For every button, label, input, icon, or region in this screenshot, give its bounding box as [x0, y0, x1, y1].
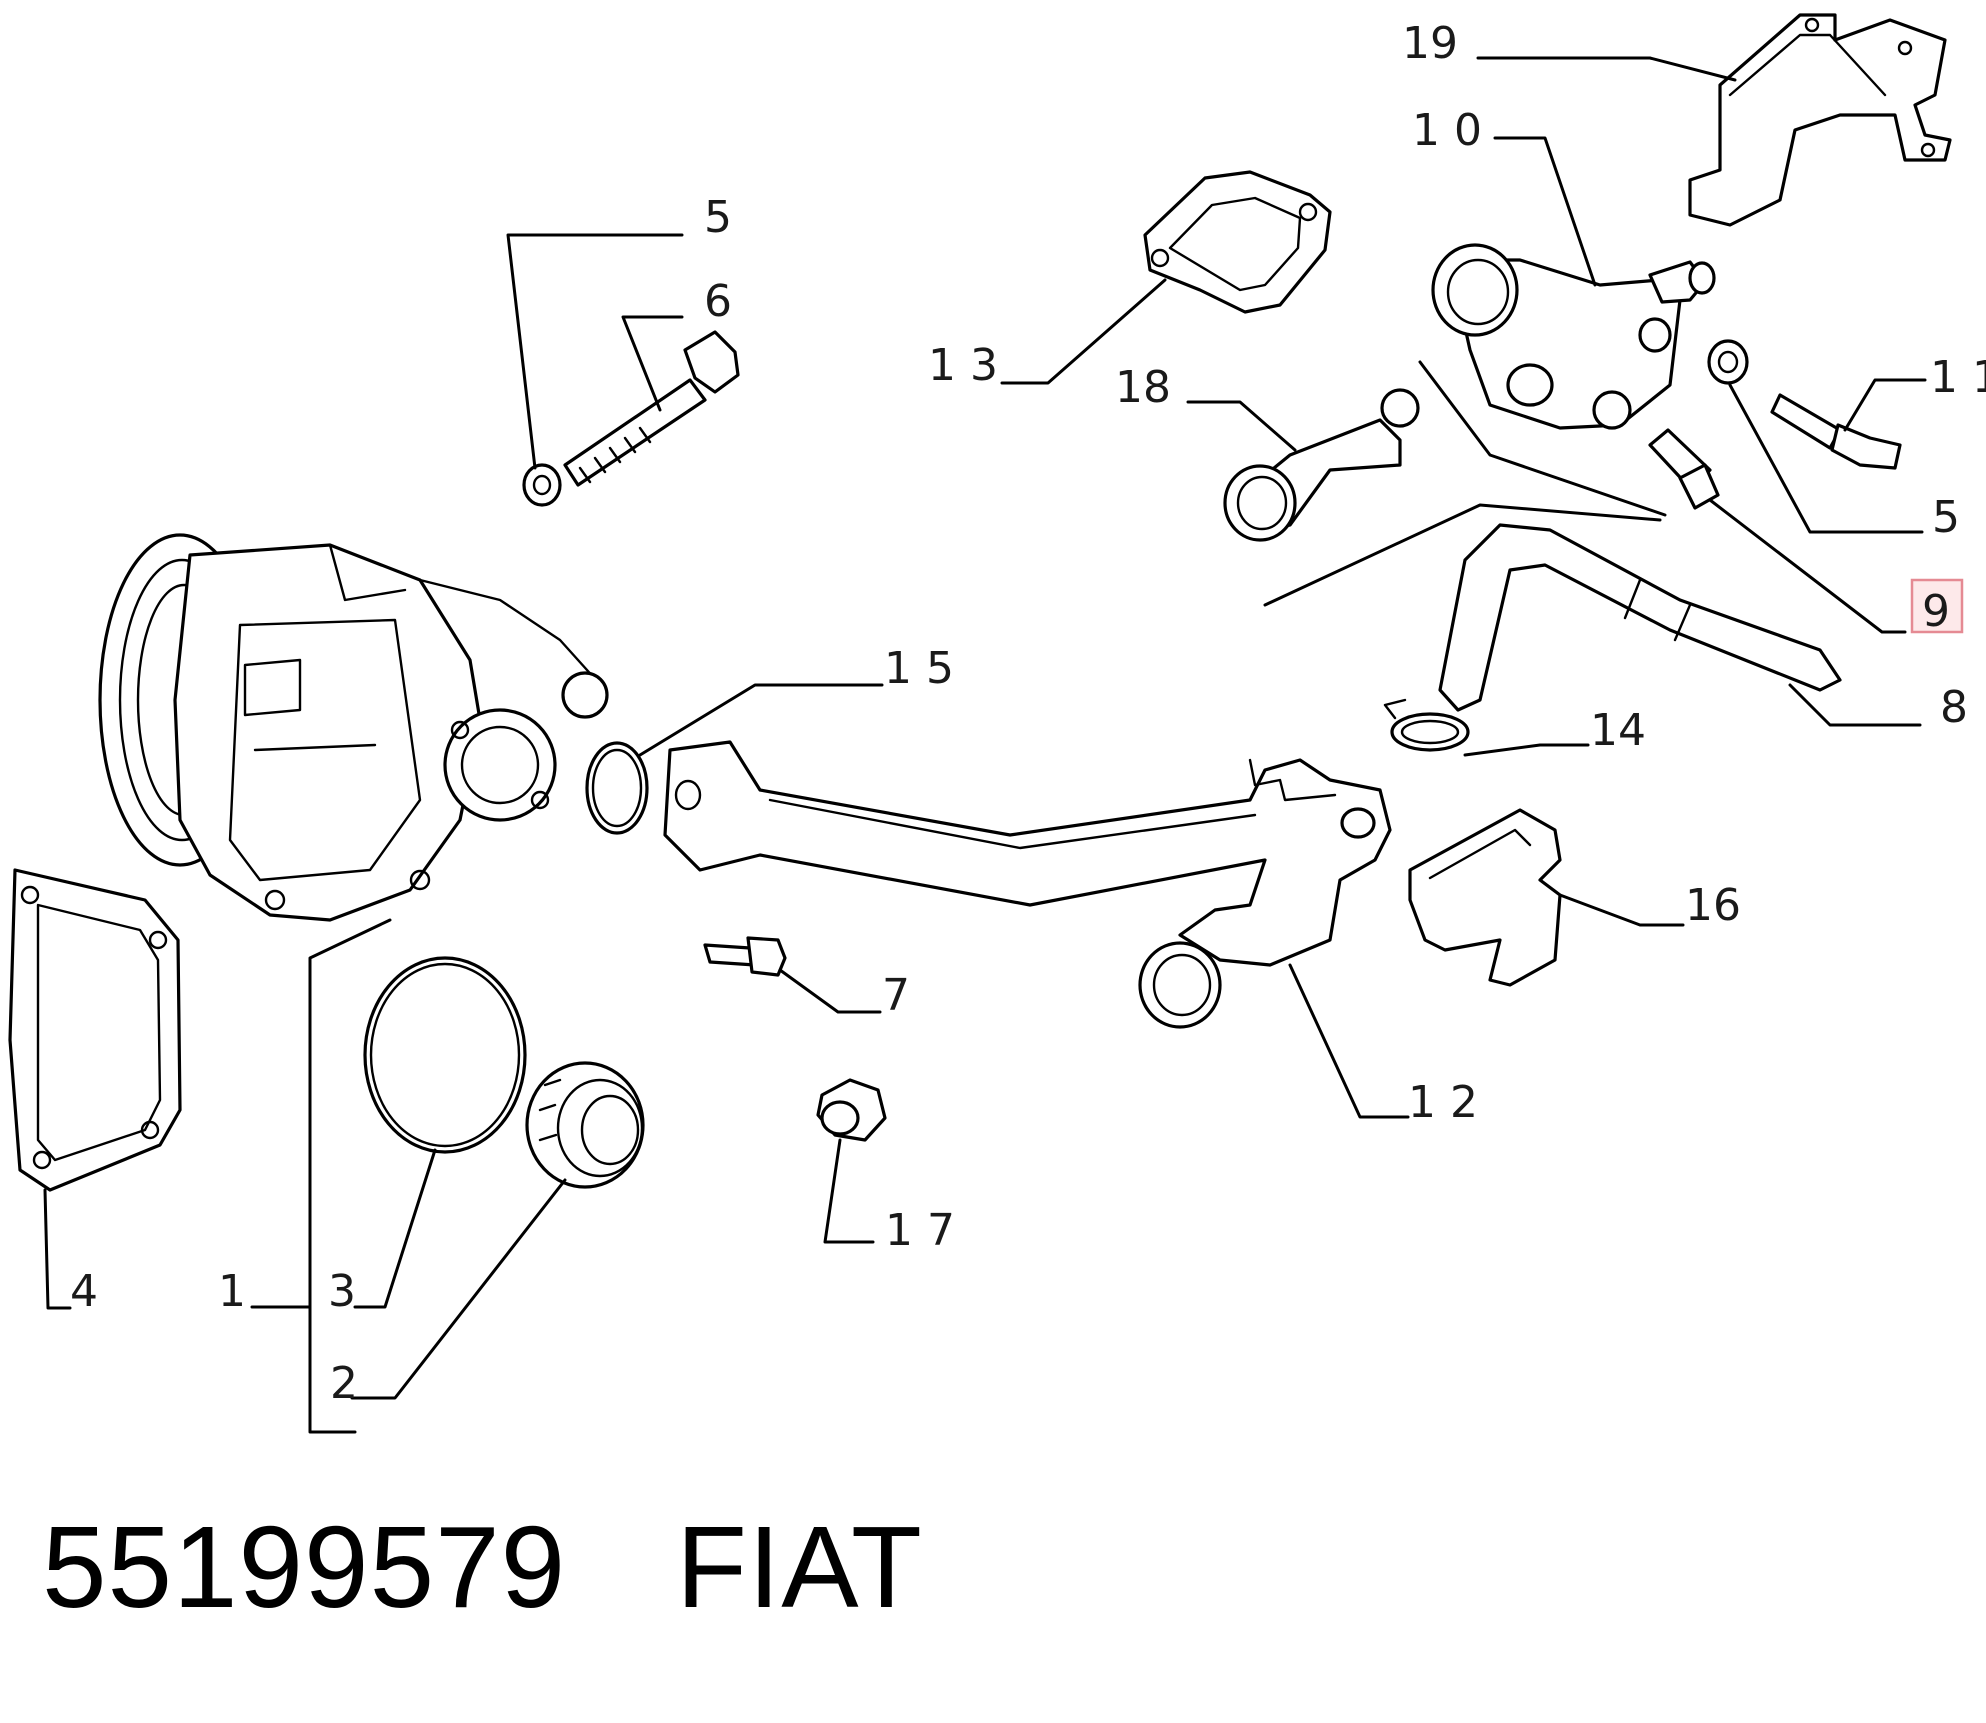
- callout-18: 18: [1115, 362, 1171, 413]
- elbow-connector: [1223, 388, 1420, 542]
- o-ring-large: [363, 956, 527, 1154]
- brand-name: FIAT: [676, 1502, 923, 1632]
- callout-12: 1 2: [1408, 1077, 1478, 1128]
- callout-13: 1 3: [928, 340, 998, 391]
- callout-19: 19: [1402, 18, 1458, 69]
- callout-9-highlight: [1910, 578, 1964, 634]
- callout-11: 1 1: [1930, 352, 1986, 403]
- temperature-sensor: [1648, 428, 1720, 510]
- callout-14: 14: [1590, 705, 1646, 756]
- callout-17: 1 7: [885, 1205, 955, 1256]
- pipe-clip: [1408, 808, 1562, 987]
- o-ring-small: [585, 741, 649, 835]
- washer-top: [522, 463, 562, 507]
- coolant-hose: [1438, 523, 1842, 712]
- leader-lines: [43, 56, 1927, 1434]
- thermostat-housing: [1431, 243, 1716, 430]
- callout-9: 9: [1922, 586, 1950, 637]
- callout-6: 6: [704, 276, 732, 327]
- screw: [703, 936, 787, 977]
- callout-1: 1: [218, 1266, 246, 1317]
- part-caption: 55199579 FIAT: [42, 1500, 923, 1634]
- callout-10: 1 0: [1412, 105, 1482, 156]
- callout-5-top: 5: [704, 192, 732, 243]
- pump-gasket: [8, 868, 182, 1192]
- long-bolt: [563, 330, 740, 487]
- seal-bushing: [525, 1061, 645, 1189]
- part-number: 55199579: [42, 1502, 567, 1632]
- water-pump: [98, 533, 609, 922]
- thermostat-gasket: [1143, 170, 1332, 314]
- callout-8: 8: [1940, 682, 1968, 733]
- callout-4: 4: [70, 1266, 98, 1317]
- bolt-right: [1770, 393, 1902, 470]
- callout-2: 2: [330, 1358, 358, 1409]
- nut: [816, 1078, 887, 1142]
- callout-16: 16: [1685, 880, 1741, 931]
- callout-7: 7: [882, 970, 910, 1021]
- callout-labels: 19 1 0 5 6 1 3 18 1 1 5 9 1 5 8 14 16 7 …: [70, 18, 1986, 1409]
- mounting-bracket: [1688, 13, 1952, 227]
- coolant-pipe: [663, 740, 1392, 1029]
- hose-clamp: [1383, 698, 1470, 752]
- callout-15: 1 5: [884, 643, 954, 694]
- washer-right: [1707, 339, 1749, 385]
- callout-5-right: 5: [1932, 492, 1960, 543]
- callout-3: 3: [328, 1266, 356, 1317]
